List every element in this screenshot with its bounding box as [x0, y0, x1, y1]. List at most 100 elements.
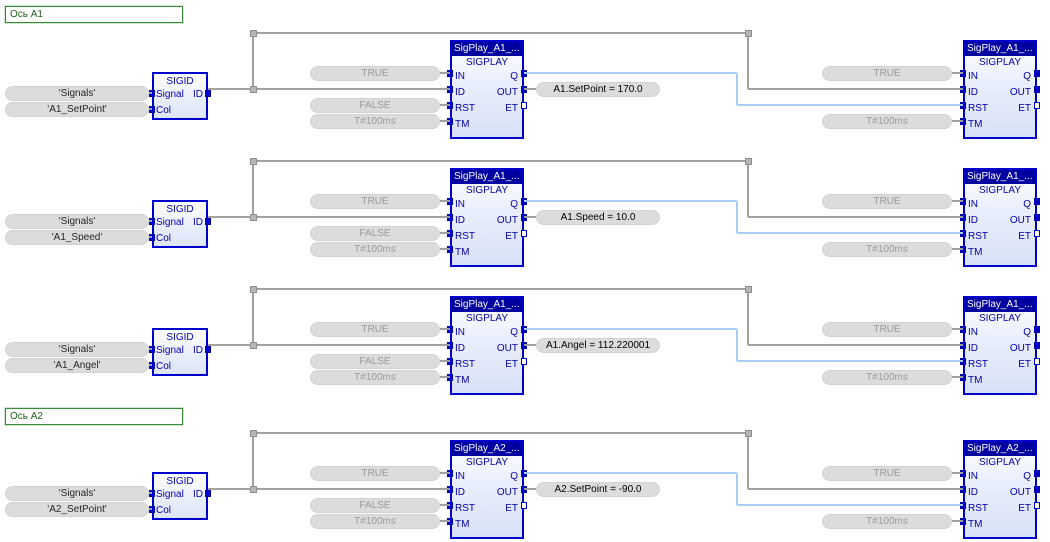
sigplay-pin-row: RST ET [965, 502, 1035, 518]
sigplay-output-connector-out [1034, 342, 1040, 349]
sigplay-output-q: Q [1023, 199, 1031, 210]
comment-text: Ось A1 [10, 9, 43, 20]
sigplay-type-name: SIGPLAY [978, 313, 1022, 324]
sigplay-output-connector-q [1034, 198, 1040, 205]
operand-pill-rst: FALSE [310, 98, 440, 113]
operand-pill-tm: T#100ms [822, 514, 952, 529]
sigplay-input-id: ID [455, 343, 465, 354]
sigplay-input-id: ID [455, 87, 465, 98]
sigplay-output-out: OUT [496, 487, 518, 498]
wire-segment [149, 348, 152, 350]
wire-segment [208, 216, 450, 218]
sigplay-instance-title: SigPlay_A2_... [965, 442, 1035, 456]
sigid-title: SIGID [166, 204, 194, 215]
wire-segment [252, 161, 254, 217]
sigid-pin-row: Col [154, 104, 206, 120]
sigplay-input-id: ID [968, 343, 978, 354]
wire-segment [149, 220, 152, 222]
wire-segment [736, 473, 738, 505]
sigplay-output-out: OUT [1009, 215, 1031, 226]
sigid-pin-signal: Signal [156, 345, 184, 356]
wire-segment [952, 376, 963, 378]
wire-segment [149, 92, 152, 94]
wire-segment [737, 232, 963, 234]
sigplay-pin-row: TM [965, 518, 1035, 534]
sigplay-pin-row: TM [452, 374, 522, 390]
sigplay-pin-row: ID OUT [965, 342, 1035, 358]
sigid-pin-row: Col [154, 232, 206, 248]
operand-pill-in: TRUE [822, 322, 952, 337]
operand-pill-col: 'A2_SetPoint' [5, 502, 149, 517]
wire-segment [253, 32, 748, 34]
sigplay-output-q: Q [1023, 471, 1031, 482]
sigplay-input-tm: TM [968, 375, 983, 386]
sigplay-output-connector-et [1034, 102, 1040, 109]
wire-segment [747, 289, 749, 345]
value-pill-out: A2.SetPoint = -90.0 [536, 482, 660, 497]
wire-junction [744, 157, 752, 165]
wire-segment [440, 520, 450, 522]
sigplay-output-connector-et [1034, 502, 1040, 509]
wire-segment [149, 364, 152, 366]
wire-segment [524, 72, 737, 74]
sigid-title: SIGID [166, 476, 194, 487]
sigplay-output-et: ET [1018, 503, 1031, 514]
sigplay-output-q: Q [1023, 71, 1031, 82]
wire-segment [952, 248, 963, 250]
wire-segment [440, 504, 450, 506]
sigplay-input-in: IN [455, 71, 465, 82]
sigid-title: SIGID [166, 332, 194, 343]
wire-segment [208, 488, 450, 490]
sigplay-input-rst: RST [968, 503, 988, 514]
sigplay-output-connector-out [1034, 486, 1040, 493]
sigplay-output-et: ET [505, 103, 518, 114]
sigid-pin-col: Col [156, 105, 172, 116]
wire-segment [524, 488, 536, 490]
sigplay-output-connector-q [1034, 70, 1040, 77]
sigplay-output-out: OUT [1009, 343, 1031, 354]
sigplay-input-in: IN [968, 327, 978, 338]
wire-segment [736, 329, 738, 361]
sigid-pin-signal: Signal [156, 217, 184, 228]
wire-junction [249, 29, 257, 37]
sigplay-instance-title: SigPlay_A1_... [965, 42, 1035, 56]
wire-segment [737, 360, 963, 362]
sigplay-pin-row: TM [452, 246, 522, 262]
wire-segment [149, 108, 152, 110]
wire-segment [440, 200, 450, 202]
wire-segment [252, 33, 254, 89]
sigid-pin-signal: Signal [156, 489, 184, 500]
sigplay-input-rst: RST [455, 231, 475, 242]
sigplay-input-in: IN [968, 471, 978, 482]
sigplay-output-connector-et [521, 230, 527, 237]
operand-pill-in: TRUE [310, 322, 440, 337]
sigplay-type-name: SIGPLAY [465, 457, 509, 468]
sigplay-input-id: ID [455, 487, 465, 498]
sigplay-instance-title: SigPlay_A1_... [965, 298, 1035, 312]
wire-segment [440, 360, 450, 362]
